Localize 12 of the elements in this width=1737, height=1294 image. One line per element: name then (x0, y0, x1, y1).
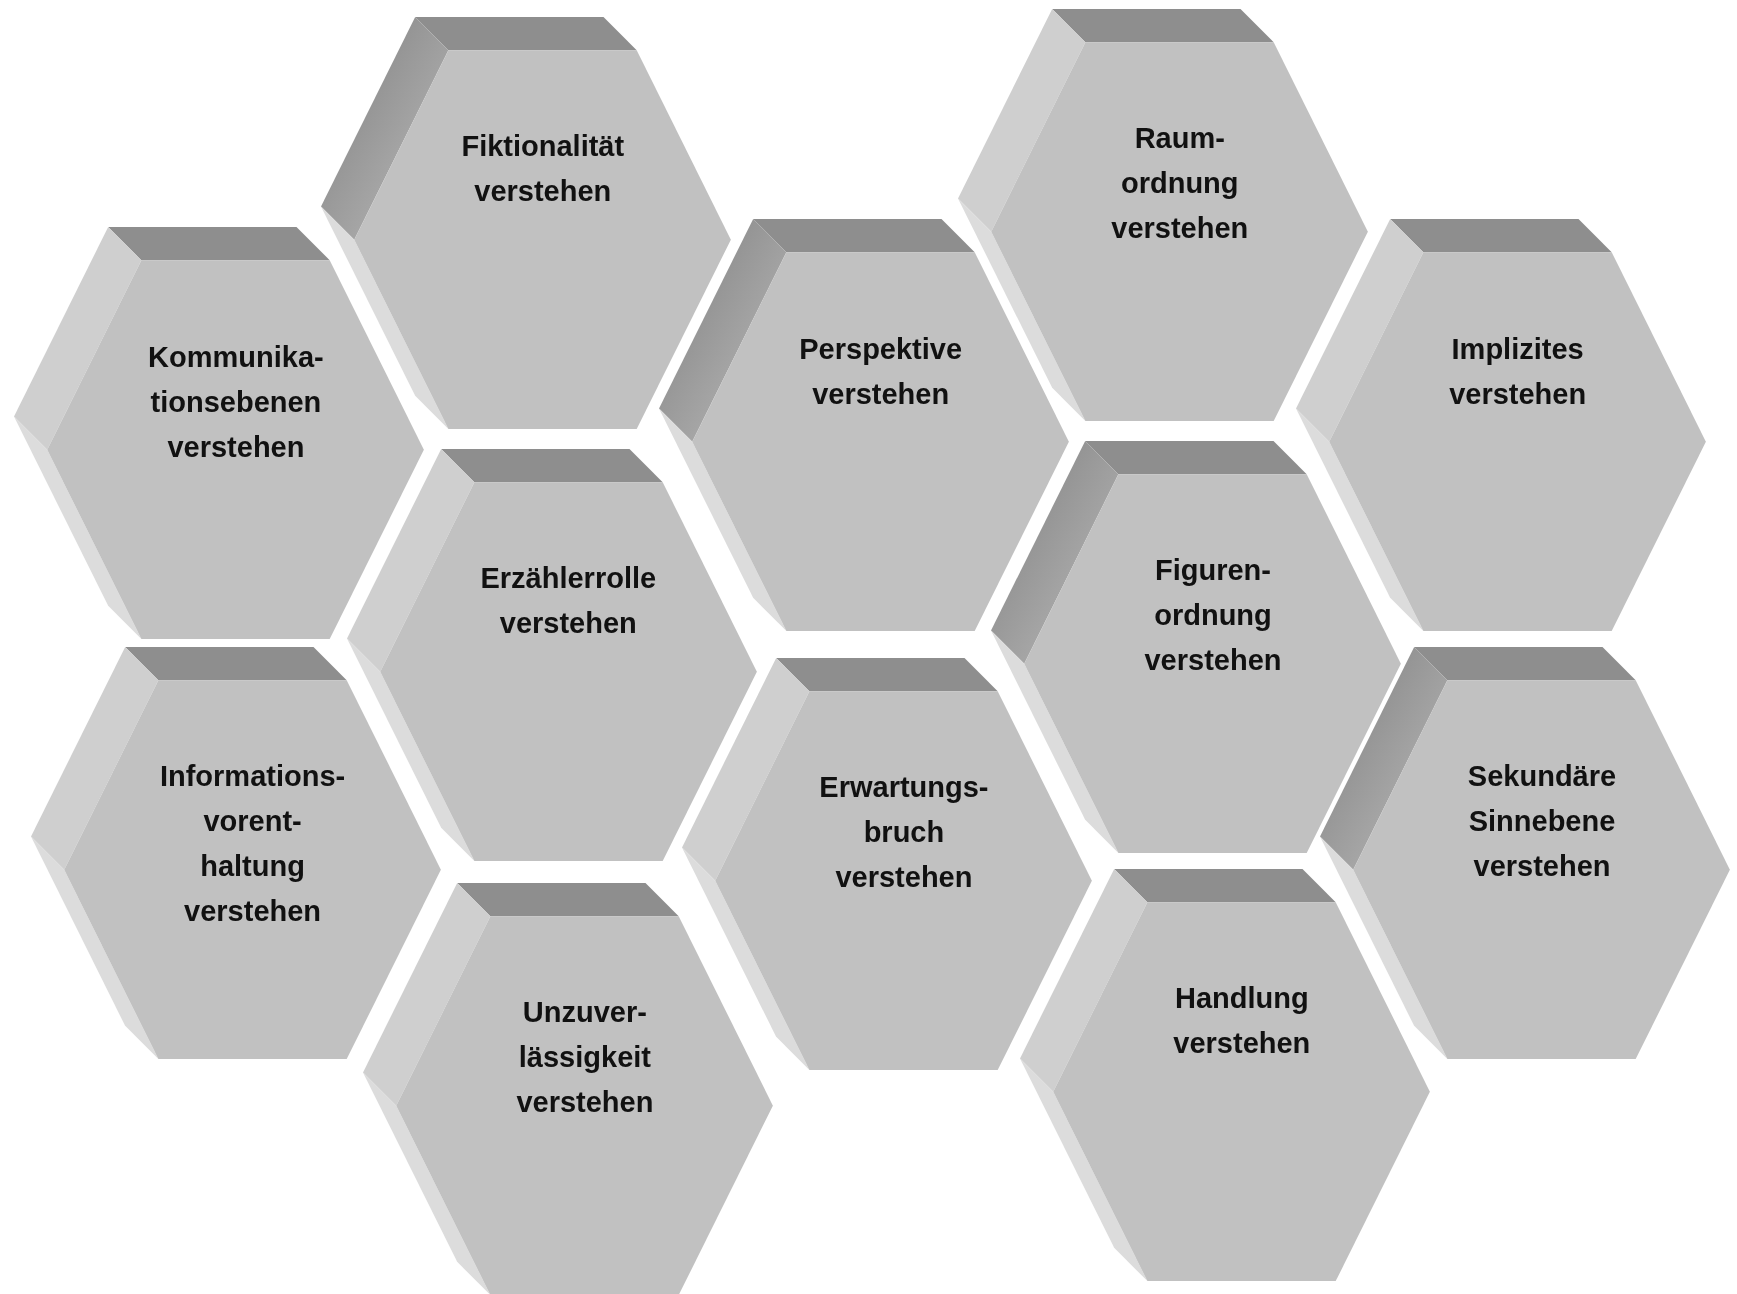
hexagon-label: Erwartungs- bruch verstehen (819, 770, 989, 896)
hexagon-label: Sekundäre Sinnebene verstehen (1467, 759, 1617, 885)
hexagon-label: Informations- vorent- haltung verstehen (159, 759, 346, 930)
hexagon-label: Figuren- ordnung verstehen (1144, 553, 1282, 679)
hexagon-label: Erzählerrolle verstehen (480, 561, 657, 642)
hexagon-label: Handlung verstehen (1173, 980, 1311, 1061)
hexagon-label: Implizites verstehen (1449, 331, 1587, 412)
hexagon-label: Raum- ordnung verstehen (1111, 121, 1249, 247)
hexagon-label: Perspektive verstehen (799, 331, 963, 412)
hexagon-label: Fiktionalität verstehen (461, 129, 625, 210)
hexagon-label: Kommunika- tionsebenen verstehen (148, 339, 324, 465)
hexagon-label: Unzuver- lässigkeit verstehen (516, 995, 654, 1121)
